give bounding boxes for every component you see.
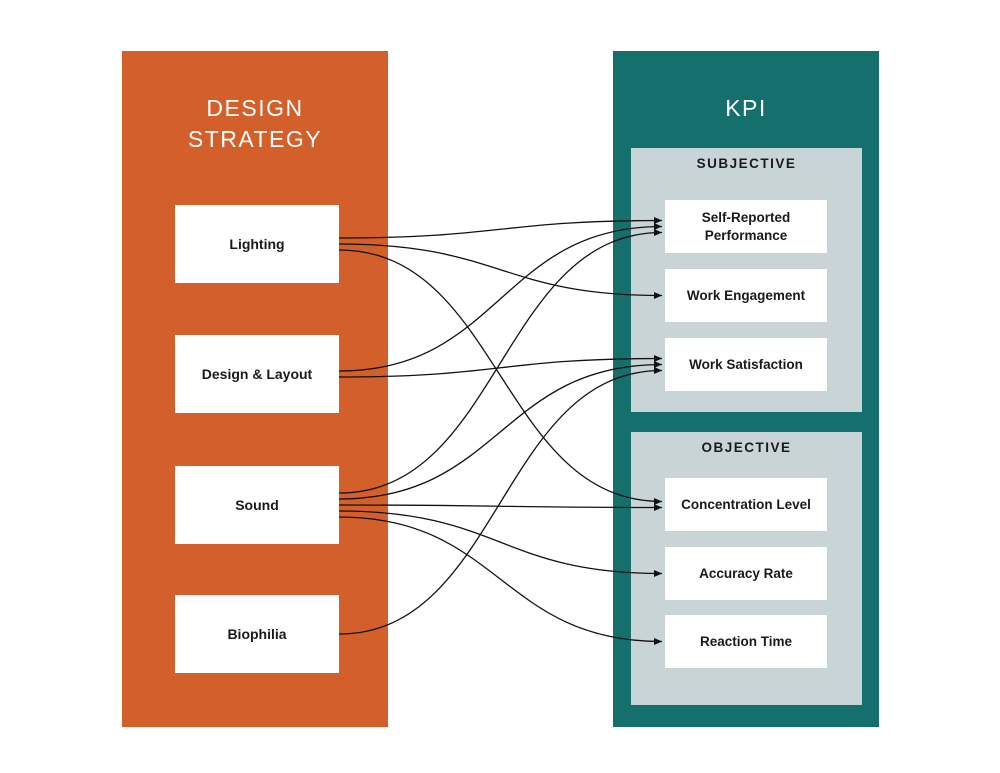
strategy-box-biophilia: Biophilia <box>175 595 339 673</box>
design-strategy-panel: DESIGN STRATEGY Lighting Design & Layout… <box>122 51 388 727</box>
kpi-label-accuracy-rate: Accuracy Rate <box>699 565 793 581</box>
strategy-label-design-layout: Design & Layout <box>201 366 313 382</box>
kpi-box-work-engagement: Work Engagement <box>665 269 827 322</box>
kpi-label-self-reported-performance: Self-Reported Performance <box>701 209 791 243</box>
kpi-box-accuracy-rate: Accuracy Rate <box>665 547 827 600</box>
subjective-group-title: SUBJECTIVE <box>696 156 797 171</box>
strategy-box-design-layout: Design & Layout <box>175 335 339 413</box>
kpi-panel: KPI SUBJECTIVE Self-Reported Performance… <box>613 51 879 727</box>
kpi-label-reaction-time: Reaction Time <box>699 633 793 649</box>
objective-group-title: OBJECTIVE <box>701 440 792 455</box>
kpi-box-reaction-time: Reaction Time <box>665 615 827 668</box>
kpi-box-self-reported-performance: Self-Reported Performance <box>665 200 827 253</box>
subjective-group: SUBJECTIVE Self-Reported Performance Wor… <box>631 148 862 412</box>
kpi-title: KPI <box>725 95 767 121</box>
strategy-label-biophilia: Biophilia <box>227 626 287 642</box>
kpi-box-work-satisfaction: Work Satisfaction <box>665 338 827 391</box>
kpi-label-work-engagement: Work Engagement <box>686 287 806 303</box>
kpi-label-concentration-level: Concentration Level <box>681 496 811 512</box>
strategy-box-sound: Sound <box>175 466 339 544</box>
design-strategy-title: DESIGN STRATEGY <box>187 95 323 153</box>
kpi-label-work-satisfaction: Work Satisfaction <box>689 356 803 372</box>
kpi-box-concentration-level: Concentration Level <box>665 478 827 531</box>
strategy-label-lighting: Lighting <box>229 236 285 252</box>
objective-group: OBJECTIVE Concentration Level Accuracy R… <box>631 432 862 705</box>
strategy-label-sound: Sound <box>235 497 279 513</box>
strategy-box-lighting: Lighting <box>175 205 339 283</box>
